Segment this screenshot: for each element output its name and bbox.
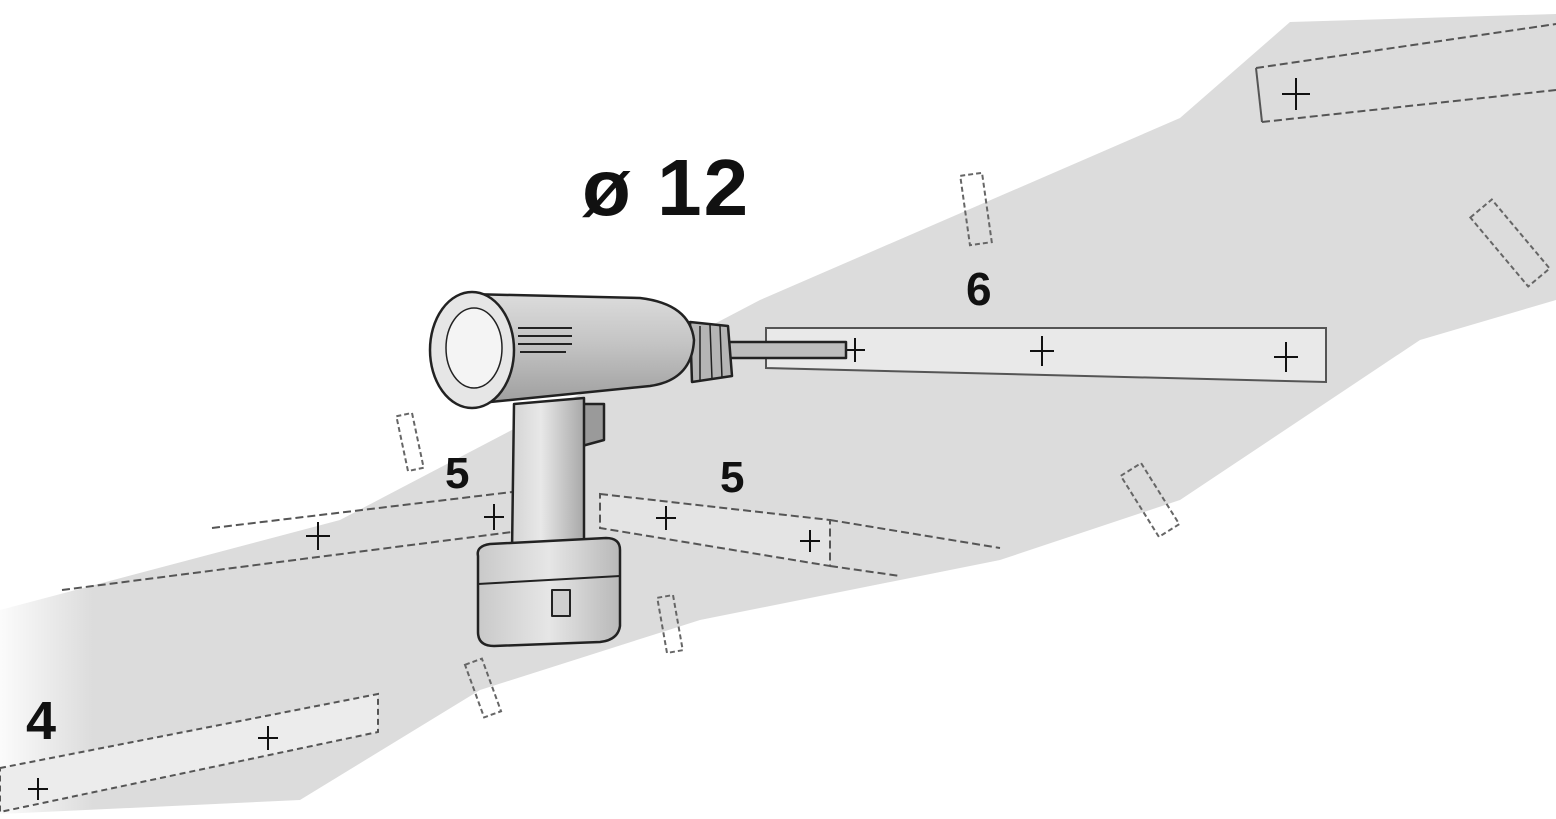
- board-label-5-left: 5: [445, 449, 470, 498]
- spacer-blocks: [395, 171, 1552, 719]
- drill-point-marker-icon: [28, 78, 1310, 800]
- board-5-left: [61, 491, 513, 591]
- board-label-6: 6: [966, 263, 992, 315]
- board-label-4: 4: [26, 691, 57, 751]
- board-5-right: [599, 492, 1001, 577]
- drill-diameter-label: ø 12: [582, 143, 751, 232]
- board-4: [0, 692, 379, 814]
- cordless-drill-icon: [428, 290, 848, 648]
- board-label-5-right: 5: [720, 453, 745, 502]
- board-top-right: [1255, 23, 1556, 123]
- panel-edge-fade: [0, 560, 1556, 814]
